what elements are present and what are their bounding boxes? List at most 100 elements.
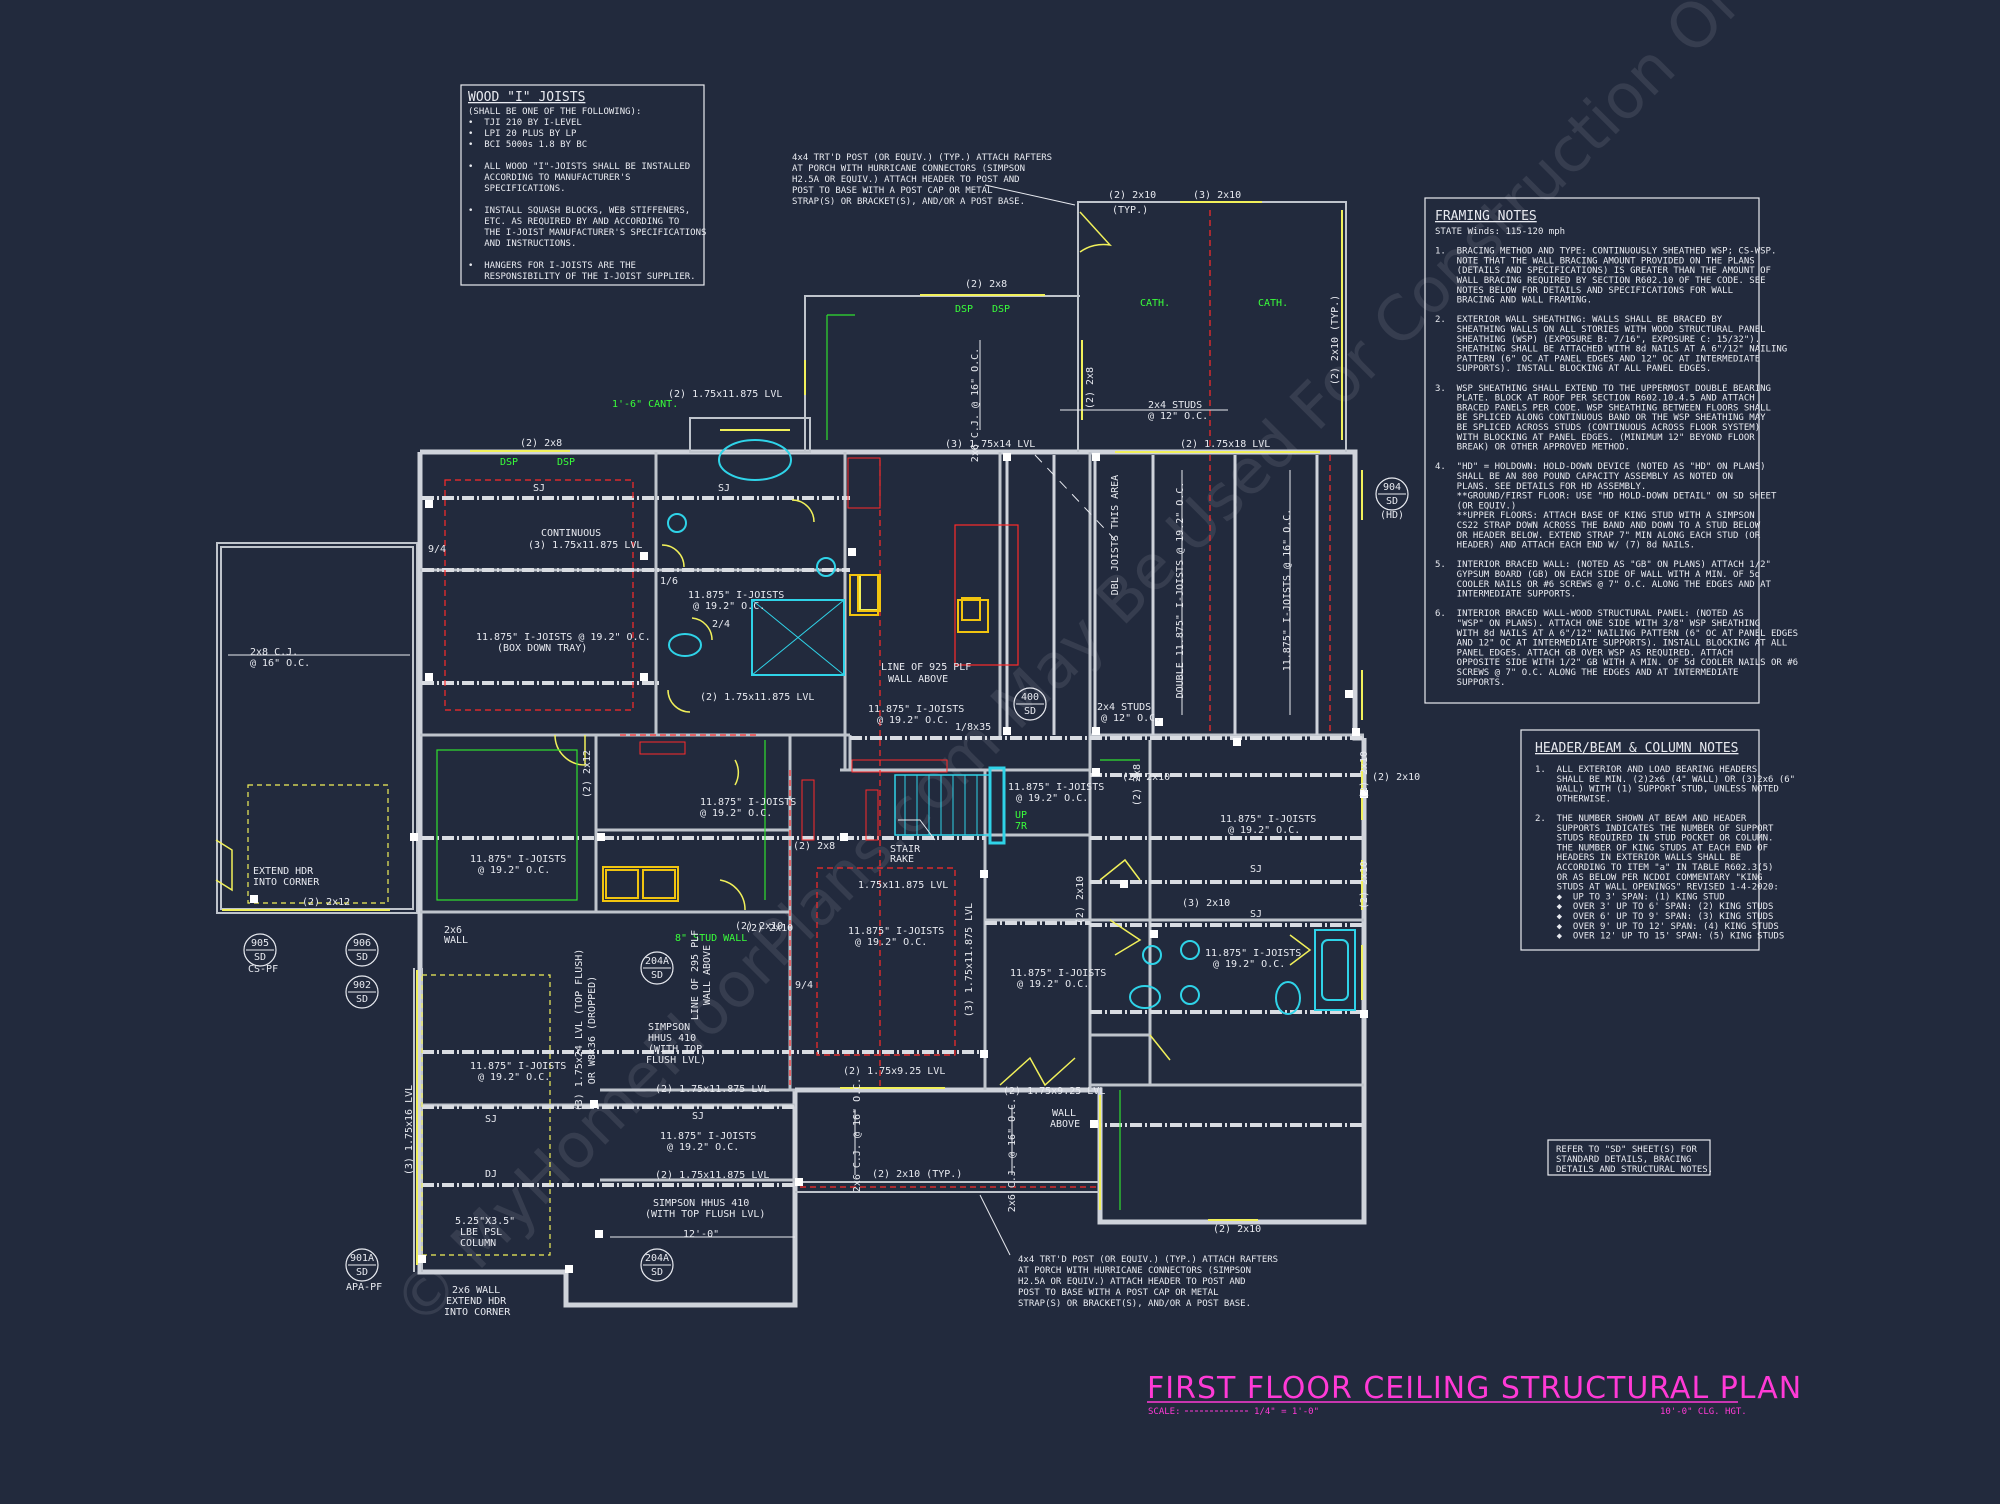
joists-note-box: WOOD "I" JOISTS (SHALL BE ONE OF THE FOL…	[460, 84, 706, 286]
note-line: • INSTALL SQUASH BLOCKS, WEB STIFFENERS,	[468, 206, 690, 216]
note-line: 2. EXTERIOR WALL SHEATHING: WALLS SHALL …	[1435, 315, 1723, 325]
note-line: STRAP(S) OR BRACKET(S), AND/OR A POST BA…	[1018, 1299, 1251, 1309]
plan-label: 2x6	[444, 925, 462, 936]
plan-label: (2) 2x10 (TYP.)	[872, 1169, 962, 1180]
vertical-plan-label: (2) 2x8	[1085, 367, 1096, 409]
plan-label: (2) 1.75x11.875 LVL	[655, 1084, 769, 1095]
note-line: (OR EQUIV.)	[1435, 501, 1516, 511]
note-line: 4x4 TRT'D POST (OR EQUIV.) (TYP.) ATTACH…	[1018, 1255, 1278, 1265]
headers	[222, 201, 1363, 1265]
note-line: STANDARD DETAILS, BRACING	[1556, 1155, 1691, 1165]
note-line: ACCORDING TO MANUFACTURER'S	[468, 173, 631, 183]
sheet-title: FIRST FLOOR CEILING STRUCTURAL PLAN	[1147, 1371, 1802, 1406]
framing-notes-title: FRAMING NOTES	[1435, 209, 1537, 224]
detail-bubble-circle	[345, 975, 379, 1009]
porch-post-note-top: 4x4 TRT'D POST (OR EQUIV.) (TYP.) ATTACH…	[792, 153, 1052, 207]
plan-label: (2) 1.75x11.875 LVL	[668, 389, 782, 400]
vertical-plan-label: 2x6 C.J. @ 16" O.C.	[970, 348, 981, 462]
note-line: • TJI 210 BY I-LEVEL	[468, 118, 582, 128]
detail-sheet: SD	[356, 994, 368, 1005]
plan-label: @ 12" O.C.	[1148, 411, 1208, 422]
plan-label: WALL ABOVE	[888, 674, 948, 685]
plan-label: WALL	[444, 935, 468, 946]
note-line: (DETAILS AND SPECIFICATIONS) IS GREATER …	[1435, 266, 1771, 276]
detail-sheet: SD	[651, 1267, 663, 1278]
note-line: PLANS. SEE DETAILS FOR HD ASSEMBLY.	[1435, 482, 1646, 492]
note-line: NOTE THAT THE WALL BRACING AMOUNT PROVID…	[1435, 256, 1755, 266]
note-line: 3. WSP SHEATHING SHALL EXTEND TO THE UPP…	[1435, 384, 1771, 394]
bearing-lines	[422, 496, 1364, 1187]
plan-label: (2) 2x12	[302, 897, 350, 908]
note-line: AT PORCH WITH HURRICANE CONNECTORS (SIMP…	[792, 164, 1025, 174]
plan-label: (2) 2x10	[1122, 772, 1170, 783]
plan-label: (2) 2x10	[745, 923, 793, 934]
plan-label: (BOX DOWN TRAY)	[497, 643, 587, 654]
plan-label: FLUSH LVL)	[646, 1055, 706, 1066]
note-line: 6. INTERIOR BRACED WALL-WOOD STRUCTURAL …	[1435, 609, 1744, 619]
note-line: AND 12" OC AT INTERMEDIATE SUPPORTS). IN…	[1435, 639, 1787, 649]
plan-label: SIMPSON HHUS 410	[653, 1198, 749, 1209]
plan-label: 12'-0"	[683, 1229, 719, 1240]
note-line: SUPPORTS.	[1435, 678, 1505, 688]
header-notes-box: HEADER/BEAM & COLUMN NOTES 1. ALL EXTERI…	[1520, 729, 1795, 951]
note-line: PANEL EDGES. ATTACH GB OVER WSP AS REQUI…	[1435, 648, 1733, 658]
note-line: 4. "HD" = HOLDOWN: HOLD-DOWN DEVICE (NOT…	[1435, 462, 1766, 472]
detail-number: 204A	[645, 956, 669, 967]
note-line: OR HEADER BELOW. EXTEND STRAP 7" MIN ALO…	[1435, 531, 1761, 541]
note-line: "WSP" ON PLANS). ATTACH ONE SIDE WITH 3/…	[1435, 619, 1760, 629]
plan-label: 11.875" I-JOISTS	[700, 797, 796, 808]
detail-number: 400	[1021, 692, 1039, 703]
plan-label: @ 19.2" O.C.	[1213, 959, 1285, 970]
note-line: ◆ OVER 9' UP TO 12' SPAN: (4) KING STUDS	[1535, 922, 1779, 932]
sheathing-label: 1'-6" CANT.	[612, 399, 678, 410]
plan-label: (2) 1.75x9.25 LVL	[1003, 1086, 1105, 1097]
note-line: SUPPORTS INDICATES THE NUMBER OF SUPPORT	[1535, 824, 1774, 834]
note-line: 2. THE NUMBER SHOWN AT BEAM AND HEADER	[1535, 814, 1747, 824]
note-line: OR AS BELOW PER NCDOI COMMENTARY "KING	[1535, 873, 1763, 883]
stair	[894, 766, 1006, 845]
sheathing-label: 8" STUD WALL	[675, 933, 747, 944]
note-line: ETC. AS REQUIRED BY AND ACCORDING TO	[468, 217, 679, 227]
plan-label: (2) 2x8	[965, 279, 1007, 290]
plan-label: (3) 1.75x11.875 LVL	[528, 540, 642, 551]
note-line: STUDS REQUIRED IN STUD POCKET OR COLUMN.	[1535, 834, 1773, 844]
plan-label: WALL	[1052, 1108, 1076, 1119]
note-line: PATTERN (6" OC AT PANEL EDGES AND 12" OC…	[1435, 354, 1760, 364]
plan-label: (2) 1.75x18 LVL	[1180, 439, 1270, 450]
vertical-plan-label: (2) 2x10 (TYP.)	[1330, 295, 1341, 385]
note-line: BE SPLICED ACROSS STUDS (CONTINUOUS ACRO…	[1435, 423, 1760, 433]
note-line: H2.5A OR EQUIV.) ATTACH HEADER TO POST A…	[792, 175, 1020, 185]
detail-number: 906	[353, 938, 371, 949]
plan-label: (2) 1.75x9.25 LVL	[843, 1066, 945, 1077]
note-line: STRAP(S) OR BRACKET(S), AND/OR A POST BA…	[792, 197, 1025, 207]
plan-label: (2) 2x10	[1213, 1224, 1261, 1235]
plan-label: SJ	[1250, 909, 1262, 920]
note-line: SUPPORTS). INSTALL BLOCKING AT ALL PANEL…	[1435, 364, 1711, 374]
header-notes-lines: 1. ALL EXTERIOR AND LOAD BEARING HEADERS…	[1535, 765, 1795, 942]
dimension-lines	[228, 184, 1291, 1256]
note-line: RESPONSIBILITY OF THE I-JOIST SUPPLIER.	[468, 272, 696, 282]
vertical-plan-label: (2) 2x10	[1359, 751, 1370, 799]
detail-sheet: SD	[356, 952, 368, 963]
plan-label: (2) 2x10	[1108, 190, 1156, 201]
plan-label: STAIR	[890, 844, 921, 855]
note-line: BREAK) OR OTHER APPROVED METHOD.	[1435, 443, 1630, 453]
plan-label: CS-PF	[248, 964, 278, 975]
plan-label: @ 19.2" O.C.	[478, 865, 550, 876]
plan-label: @ 19.2" O.C.	[877, 715, 949, 726]
note-line: SHALL BE AN 800 POUND CAPACITY ASSEMBLY …	[1435, 472, 1733, 482]
plan-label: 11.875" I-JOISTS	[470, 1061, 566, 1072]
note-line: BE SPLICED ALONG CONTINUOUS BAND OR THE …	[1435, 413, 1766, 423]
detail-bubble-circle	[640, 1248, 674, 1282]
sheathing-label: DSP	[992, 304, 1010, 315]
note-line: SPECIFICATIONS.	[468, 184, 566, 194]
note-line: SHALL BE MIN. (2)2x6 (4" WALL) OR (3)2x6…	[1535, 775, 1795, 785]
plan-label: @ 12" O.C.	[1101, 713, 1161, 724]
note-line: DETAILS AND STRUCTURAL NOTES.	[1556, 1165, 1713, 1175]
detail-number: 905	[251, 938, 269, 949]
plan-label: 2x4 STUDS	[1097, 702, 1151, 713]
